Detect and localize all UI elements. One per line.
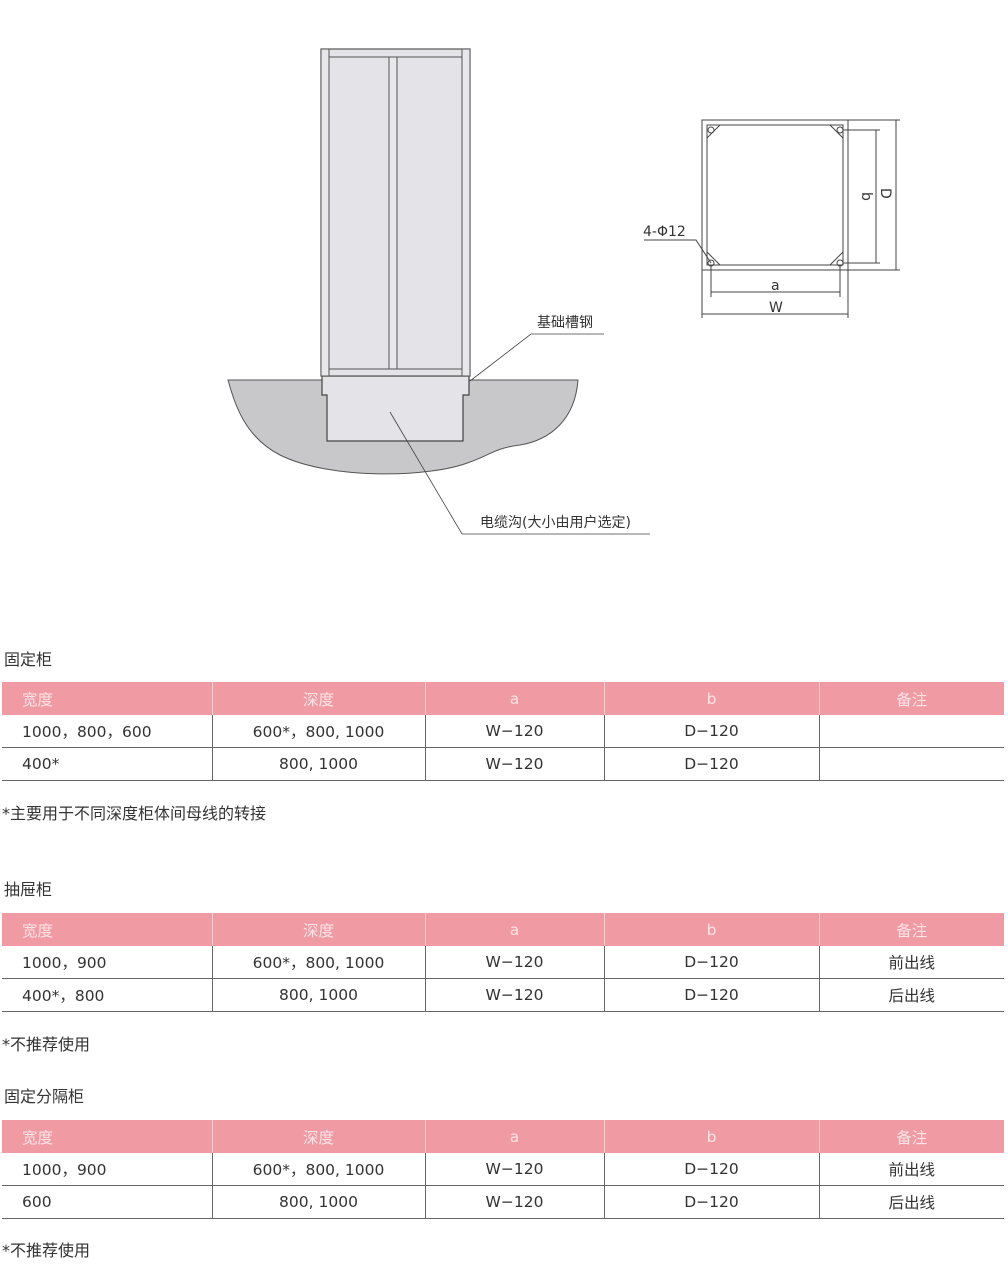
table-row: 600 800, 1000 W−120 D−120 后出线: [2, 1185, 1004, 1219]
cable-trench-leader: [389, 411, 650, 535]
cell: D−120: [603, 946, 819, 979]
col-a: a: [424, 1120, 604, 1153]
channel-steel-leader: [469, 333, 604, 382]
holes-label: 4-Φ12: [643, 224, 686, 240]
dim-w-label: W: [769, 300, 783, 316]
col-width: 宽度: [2, 1120, 212, 1153]
cell: W−120: [424, 1185, 604, 1219]
table-header: 宽度 深度 a b 备注: [2, 913, 1004, 946]
base-plan-view: [644, 119, 900, 318]
cell: W−120: [424, 978, 604, 1012]
cell: [818, 747, 1004, 781]
cell: D−120: [603, 978, 819, 1012]
cell: D−120: [603, 1185, 819, 1219]
cell: 600*，800, 1000: [211, 946, 425, 979]
cell: 600*，800, 1000: [211, 1153, 425, 1186]
cell: D−120: [603, 747, 819, 781]
col-width: 宽度: [2, 913, 212, 946]
spec-table-drawer: 宽度 深度 a b 备注 1000，900 600*，800, 1000 W−1…: [2, 913, 1004, 1012]
cell: 前出线: [818, 1153, 1004, 1186]
installation-diagram: 基础槽钢 电缆沟(大小由用户选定) 4-Φ12 a W b D: [227, 48, 900, 535]
cell: 800, 1000: [211, 747, 425, 781]
cell: W−120: [424, 715, 604, 748]
cell: 600: [2, 1185, 212, 1219]
cell: W−120: [424, 1153, 604, 1186]
col-remark: 备注: [818, 1120, 1004, 1153]
section-title-partitioned: 固定分隔柜: [4, 1087, 85, 1106]
cell: [818, 715, 1004, 748]
cell: 400*，800: [2, 978, 212, 1012]
cell: 后出线: [818, 1185, 1004, 1219]
cell: 400*: [2, 747, 212, 781]
table-header: 宽度 深度 a b 备注: [2, 682, 1004, 715]
section-title-fixed: 固定柜: [4, 650, 53, 669]
col-b: b: [603, 682, 819, 715]
col-b: b: [603, 913, 819, 946]
cell: W−120: [424, 747, 604, 781]
cell: 800, 1000: [211, 1185, 425, 1219]
table-header: 宽度 深度 a b 备注: [2, 1120, 1004, 1153]
cable-trench: [321, 375, 470, 442]
col-width: 宽度: [2, 682, 212, 715]
col-depth: 深度: [211, 682, 425, 715]
table-row: 1000，800，600 600*，800, 1000 W−120 D−120: [2, 715, 1004, 748]
dim-a-label: a: [771, 278, 780, 294]
cell: 前出线: [818, 946, 1004, 979]
col-remark: 备注: [818, 682, 1004, 715]
spec-table-fixed: 宽度 深度 a b 备注 1000，800，600 600*，800, 1000…: [2, 682, 1004, 781]
channel-steel-label: 基础槽钢: [537, 314, 593, 331]
table-row: 400* 800, 1000 W−120 D−120: [2, 747, 1004, 781]
col-remark: 备注: [818, 913, 1004, 946]
col-depth: 深度: [211, 1120, 425, 1153]
table-row: 400*，800 800, 1000 W−120 D−120 后出线: [2, 978, 1004, 1012]
spec-table-partitioned: 宽度 深度 a b 备注 1000，900 600*，800, 1000 W−1…: [2, 1120, 1004, 1219]
table-row: 1000，900 600*，800, 1000 W−120 D−120 前出线: [2, 1153, 1004, 1186]
cell: W−120: [424, 946, 604, 979]
dim-d-label: D: [877, 188, 893, 199]
cell: 1000，900: [2, 946, 212, 979]
cell: D−120: [603, 715, 819, 748]
cable-trench-label: 电缆沟(大小由用户选定): [480, 514, 631, 531]
cell: 后出线: [818, 978, 1004, 1012]
col-a: a: [424, 682, 604, 715]
col-depth: 深度: [211, 913, 425, 946]
cell: 1000，800，600: [2, 715, 212, 748]
cell: 800, 1000: [211, 978, 425, 1012]
cell: D−120: [603, 1153, 819, 1186]
section-note-fixed: *主要用于不同深度柜体间母线的转接: [2, 804, 267, 823]
section-note-partitioned: *不推荐使用: [2, 1241, 91, 1260]
cell: 1000，900: [2, 1153, 212, 1186]
col-b: b: [603, 1120, 819, 1153]
dim-b-label: b: [858, 192, 874, 201]
table-row: 1000，900 600*，800, 1000 W−120 D−120 前出线: [2, 946, 1004, 979]
col-a: a: [424, 913, 604, 946]
section-note-drawer: *不推荐使用: [2, 1035, 91, 1054]
cell: 600*，800, 1000: [211, 715, 425, 748]
section-title-drawer: 抽屉柜: [4, 880, 53, 899]
cabinet: [320, 48, 471, 377]
